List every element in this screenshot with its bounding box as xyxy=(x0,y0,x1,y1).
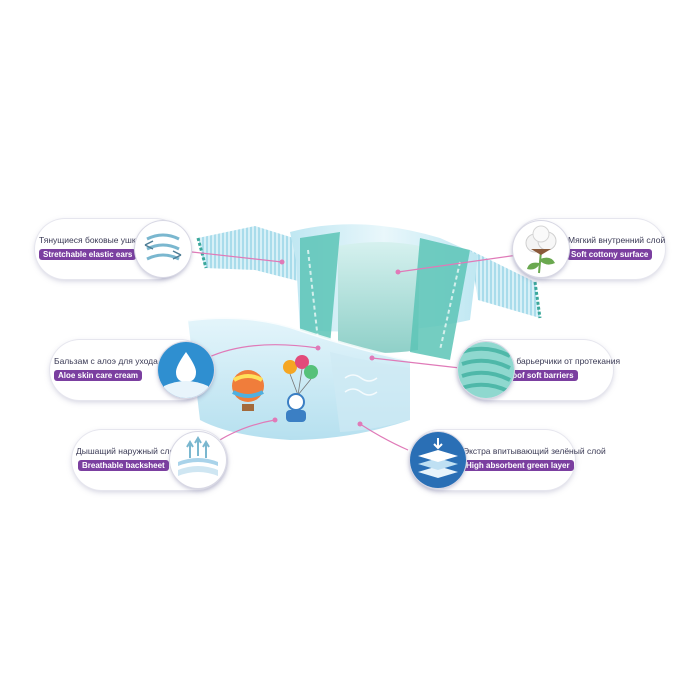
left-elastic-ear xyxy=(198,226,302,282)
callout-label-en: Stretchable elastic ears xyxy=(39,249,137,260)
callout-label-en: Breathable backsheet xyxy=(78,460,169,471)
soft-barriers-icon xyxy=(458,342,514,398)
cream-drop-icon xyxy=(158,342,214,398)
callout-label-ru: Тянущиеся боковые ушки xyxy=(39,235,141,245)
disc-elastic-ears xyxy=(135,221,191,277)
balloon-print xyxy=(232,370,264,411)
callout-label-en: Soft cottony surface xyxy=(567,249,653,260)
disc-absorbent xyxy=(410,432,466,488)
callout-label-ru: Дышащий наружный слой xyxy=(76,446,180,456)
callout-label-ru: Нежные барьерчики от протекания xyxy=(482,356,621,366)
disc-backsheet xyxy=(170,432,226,488)
right-elastic-ear xyxy=(470,250,540,318)
left-leak-guard xyxy=(300,232,340,352)
callout-label-en: High absorbent green layer xyxy=(462,460,574,471)
character-print xyxy=(283,355,318,422)
cotton-flower-icon xyxy=(525,225,557,274)
callout-label-en: Leakproof soft barriers xyxy=(482,370,578,381)
breathable-layer-icon xyxy=(178,436,218,476)
disc-leakproof xyxy=(458,342,514,398)
callout-label-ru: Экстра впитывающий зелёный слой xyxy=(463,446,606,456)
callout-label-ru: Мягкий внутренний слой xyxy=(568,235,666,245)
disc-aloe-cream xyxy=(158,342,214,398)
elastic-ears-icon xyxy=(144,233,182,261)
absorbent-layers-icon xyxy=(410,432,466,488)
absorbent-pad xyxy=(338,242,420,353)
callout-label-ru: Бальзам с алоэ для ухода за кожей xyxy=(54,356,195,366)
callout-label-en: Aloe skin care cream xyxy=(54,370,143,381)
disc-soft-surface xyxy=(513,221,569,277)
leader-lines xyxy=(191,251,519,451)
